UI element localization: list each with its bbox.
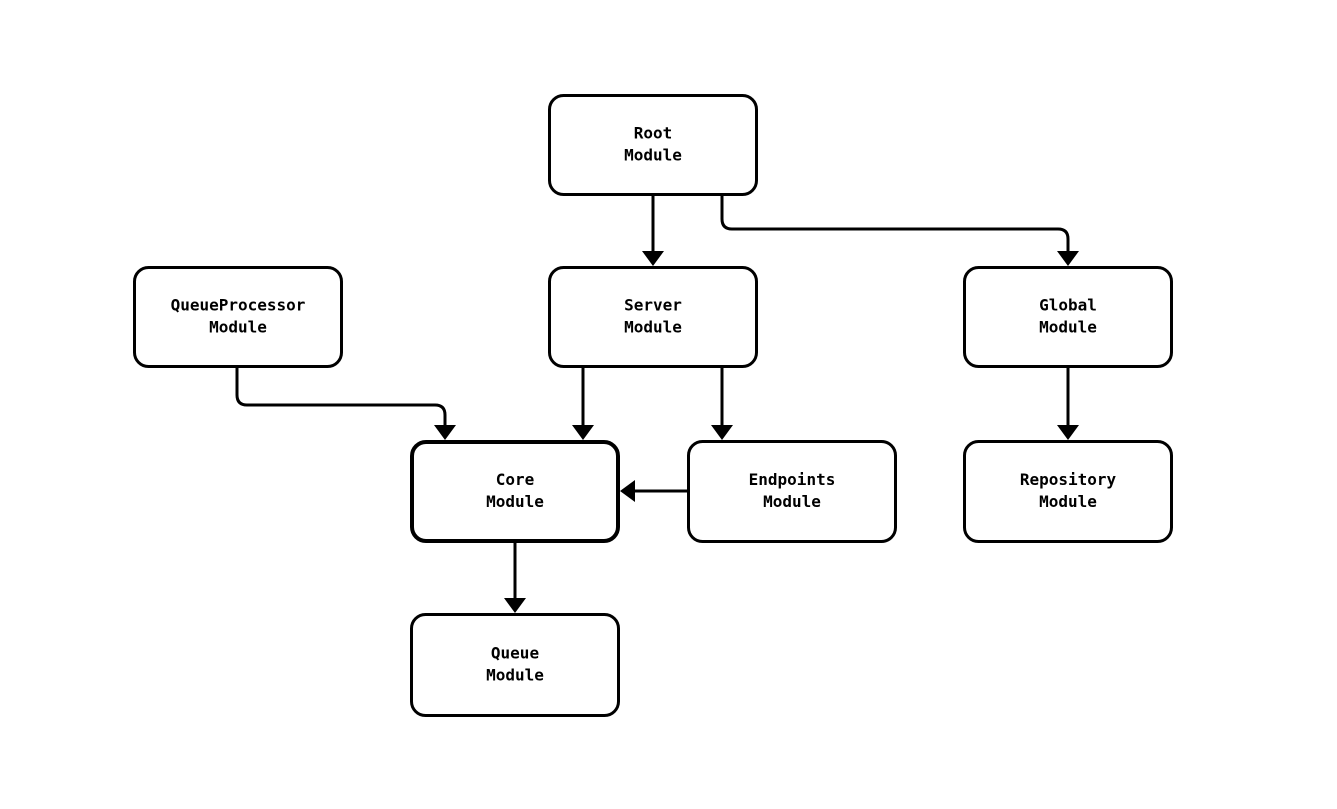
node-label-line1-global: Global: [1039, 296, 1097, 315]
node-label-line1-core: Core: [496, 470, 535, 489]
node-label-line2-core: Module: [486, 492, 544, 511]
edge-arrowhead: [504, 598, 526, 613]
edge-arrowhead: [434, 425, 456, 440]
edge-endpoints-to-core: Endpoints Module depends on Core Module: [620, 480, 687, 502]
node-label-line2-root: Module: [624, 146, 682, 165]
nodes-layer: RootModuleQueueProcessorModuleServerModu…: [133, 94, 1173, 717]
node-box-endpoints[interactable]: [687, 440, 897, 543]
edge-queueprocessor-to-core: QueueProcessor Module depends on Core Mo…: [235, 368, 456, 440]
edge-arrowhead: [711, 425, 733, 440]
edge-global-to-repository: Global Module depends on Repository Modu…: [1057, 368, 1079, 440]
node-label-line2-queueprocessor: Module: [209, 318, 267, 337]
node-label-line2-global: Module: [1039, 318, 1097, 337]
node-box-queueprocessor[interactable]: [133, 266, 343, 368]
edge-line: [720, 196, 1070, 252]
node-label-line1-endpoints: Endpoints: [749, 470, 836, 489]
edge-root-to-server: Root Module depends on Server Module: [642, 196, 664, 266]
edge-core-to-queue: Core Module depends on Queue Module: [504, 543, 526, 613]
edge-server-to-endpoints: Server Module depends on Endpoints Modul…: [711, 368, 733, 440]
edge-line: [235, 368, 447, 426]
edges-layer: Root Module depends on Server Module Root…: [235, 196, 1079, 613]
node-box-core[interactable]: [410, 440, 620, 543]
node-label-line2-repository: Module: [1039, 492, 1097, 511]
edge-arrowhead: [642, 251, 664, 266]
node-label-line1-server: Server: [624, 296, 682, 315]
node-box-global[interactable]: [963, 266, 1173, 368]
edge-arrowhead: [572, 425, 594, 440]
node-label-line1-queueprocessor: QueueProcessor: [171, 296, 306, 315]
node-box-root[interactable]: [548, 94, 758, 196]
node-label-line2-endpoints: Module: [763, 492, 821, 511]
node-box-server[interactable]: [548, 266, 758, 368]
node-label-line2-server: Module: [624, 318, 682, 337]
edge-arrowhead: [1057, 425, 1079, 440]
node-label-line1-root: Root: [634, 124, 673, 143]
edge-arrowhead: [1057, 251, 1079, 266]
edge-server-to-core: Server Module depends on Core Module: [572, 368, 594, 440]
node-label-line1-queue: Queue: [491, 644, 539, 663]
node-label-line1-repository: Repository: [1020, 470, 1117, 489]
node-box-queue[interactable]: [410, 613, 620, 717]
edge-root-to-global: Root Module depends on Global Module: [720, 196, 1079, 266]
edge-arrowhead: [620, 480, 635, 502]
node-box-repository[interactable]: [963, 440, 1173, 543]
node-label-line2-queue: Module: [486, 666, 544, 685]
